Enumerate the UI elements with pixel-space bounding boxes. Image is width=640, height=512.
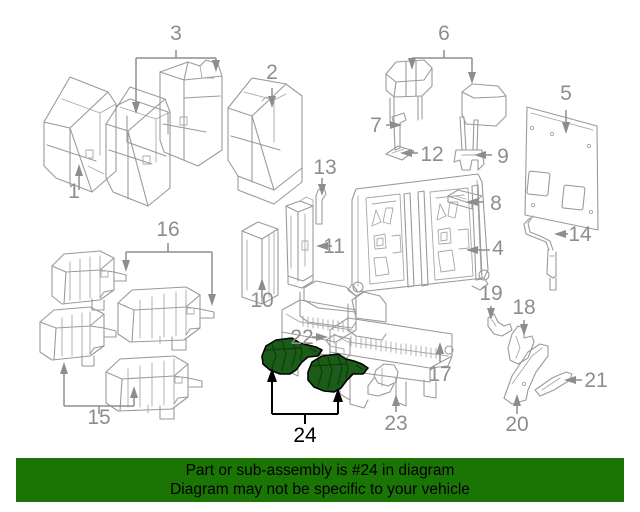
- callout-label-16: 16: [156, 218, 179, 241]
- callout-label-24: 24: [293, 424, 317, 447]
- part-seat-back-cushion-left: [43, 76, 117, 193]
- part-retainer-clip: [367, 363, 399, 397]
- part-seat-back-right: [227, 77, 303, 205]
- part-hinge-cover-outer: [503, 343, 549, 405]
- callout-label-3: 3: [170, 22, 182, 45]
- leader-18: [520, 320, 528, 336]
- leader-2: [268, 88, 276, 108]
- part-latch-cover: [447, 189, 483, 210]
- leader-4: [466, 246, 490, 254]
- callout-label-21: 21: [584, 369, 607, 392]
- part-side-trim-strip: [315, 187, 327, 225]
- part-head-restraint-guide: [391, 112, 407, 151]
- leader-24: [267, 368, 343, 424]
- leader-16: [122, 243, 216, 306]
- callout-label-1: 1: [68, 180, 80, 203]
- callout-label-11: 11: [323, 235, 345, 258]
- leader-13: [318, 178, 326, 196]
- part-seat-back-side-bolster: [285, 196, 314, 289]
- callout-label-23: 23: [384, 412, 407, 435]
- part-seat-back-center-pair: [105, 59, 223, 207]
- part-head-restraint-support-bracket: [453, 116, 485, 171]
- info-banner: Part or sub-assembly is #24 in diagram D…: [16, 458, 624, 502]
- leader-8: [466, 198, 484, 206]
- leader-10: [258, 278, 266, 298]
- callout-label-5: 5: [560, 82, 572, 105]
- banner-line-2: Diagram may not be specific to your vehi…: [170, 481, 470, 498]
- callout-label-7: 7: [370, 114, 382, 137]
- leader-6: [408, 50, 476, 84]
- leader-12: [400, 149, 418, 157]
- leader-9: [474, 151, 492, 159]
- callout-label-15: 15: [87, 406, 110, 429]
- leader-3: [132, 50, 220, 114]
- callout-label-18: 18: [512, 296, 535, 319]
- leader-17: [436, 342, 444, 362]
- leader-11: [316, 242, 332, 250]
- leader-22: [312, 333, 328, 341]
- callout-label-2: 2: [266, 61, 278, 84]
- banner-line-1: Part or sub-assembly is #24 in diagram: [185, 462, 455, 479]
- part-seat-cushion-pair-upper: [51, 250, 215, 351]
- leader-5: [562, 110, 570, 134]
- callout-label-4: 4: [492, 237, 504, 260]
- callout-label-20: 20: [505, 413, 528, 436]
- callout-label-14: 14: [568, 223, 592, 246]
- part-seat-back-trim-panel: [524, 106, 599, 231]
- part-trim-finisher: [534, 371, 573, 397]
- callout-label-17: 17: [428, 363, 451, 386]
- callout-label-6: 6: [438, 22, 450, 45]
- callout-label-19: 19: [479, 282, 502, 305]
- leader-7: [386, 121, 402, 129]
- part-release-cable: [523, 215, 557, 291]
- part-seat-latch-assembly-pair-highlighted: [261, 337, 369, 393]
- leader-15: [60, 362, 138, 414]
- part-hinge-bracket: [487, 313, 513, 337]
- callout-label-8: 8: [490, 192, 502, 215]
- leader-1: [75, 164, 83, 190]
- callout-label-22: 22: [290, 326, 313, 349]
- leader-23: [392, 394, 400, 412]
- callout-label-9: 9: [497, 145, 509, 168]
- leader-21: [564, 376, 582, 384]
- exploded-parts-illustration: 1 2 3 4 5 6 7 8 9 10 11 12 13 14 15 16 1…: [39, 22, 608, 447]
- leader-14: [554, 230, 568, 238]
- callout-label-13: 13: [313, 156, 336, 179]
- callout-label-12: 12: [420, 143, 443, 166]
- leader-19: [487, 306, 495, 320]
- leader-20: [513, 394, 521, 414]
- part-head-restraint-pair: [385, 59, 507, 127]
- part-access-plug: [385, 145, 415, 161]
- callout-label-10: 10: [250, 289, 273, 312]
- part-seat-back-frame: [347, 173, 490, 297]
